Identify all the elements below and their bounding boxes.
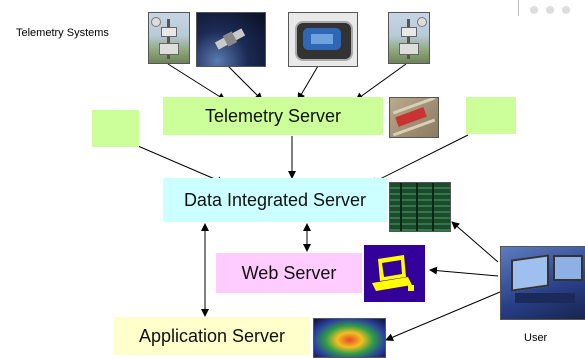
arrow-stadium-to-telemetry xyxy=(297,65,319,101)
data-integrated-server-box: Data Integrated Server xyxy=(163,178,387,222)
arrow-user-to-web xyxy=(429,266,499,277)
web-server-box: Web Server xyxy=(216,253,362,293)
arrow-user-to-data xyxy=(451,221,499,263)
telemetry-server-box: Telemetry Server xyxy=(163,97,383,135)
satellite-photo-icon xyxy=(196,12,266,67)
corner-divider xyxy=(518,0,519,16)
arrow-satellite-to-telemetry xyxy=(227,65,263,101)
arrow-station2-to-telemetry xyxy=(355,63,407,101)
data-visualization-photo-icon xyxy=(313,318,386,358)
circuit-board-photo-icon xyxy=(389,97,439,138)
telemetry-systems-label: Telemetry Systems xyxy=(16,27,109,39)
server-rack-photo-icon xyxy=(389,182,451,232)
corner-dot xyxy=(530,6,538,14)
user-label: User xyxy=(524,332,548,344)
arrow-left-box-to-data xyxy=(137,145,225,184)
left-source-box xyxy=(92,110,139,147)
right-source-box xyxy=(466,97,516,134)
arrow-station1-to-telemetry xyxy=(167,63,226,101)
weather-station-photo-icon xyxy=(388,12,430,64)
weather-station-photo-icon xyxy=(148,12,190,64)
stadium-photo-icon xyxy=(288,12,358,67)
arrow-right-box-to-data xyxy=(369,134,469,185)
corner-dot xyxy=(546,6,554,14)
application-server-box: Application Server xyxy=(114,317,310,355)
arrow-user-to-app xyxy=(385,291,501,341)
computer-icon xyxy=(364,245,425,302)
corner-dot xyxy=(562,6,570,14)
computer-icon-svg xyxy=(372,255,414,291)
monitor-photo-icon xyxy=(500,246,585,320)
